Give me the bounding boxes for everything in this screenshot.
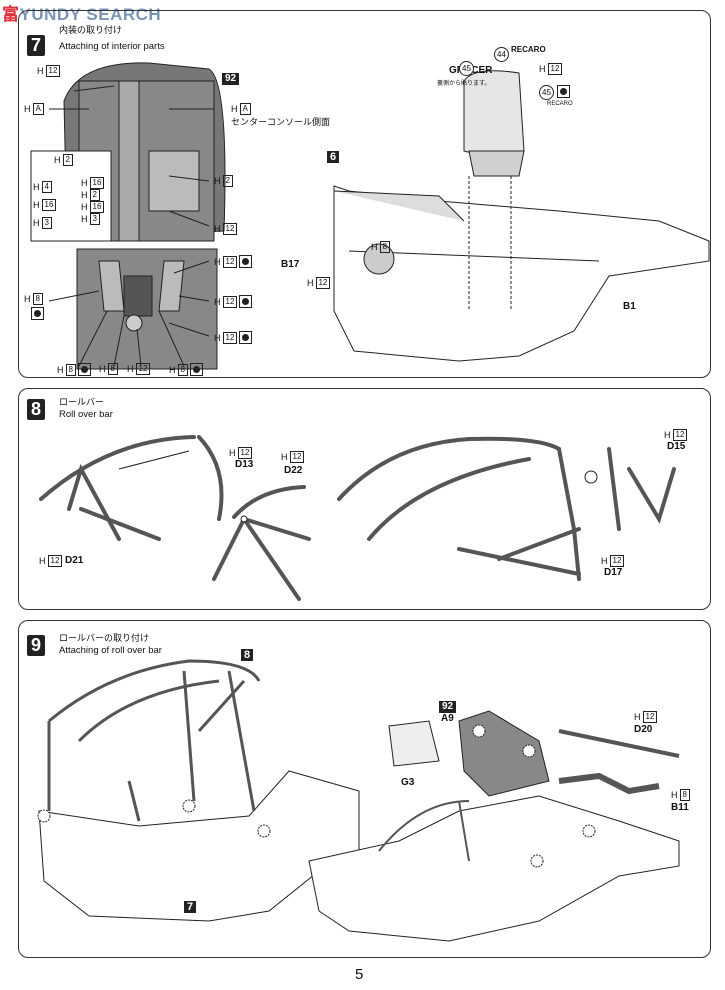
part-b1: B1 <box>623 301 636 312</box>
roll-bar-attach-diagram <box>37 659 680 942</box>
interior-diagram <box>30 62 710 370</box>
ref-part-92: 92 <box>439 701 457 713</box>
step-number: 9 <box>27 635 45 656</box>
roll-bar-diagram <box>39 435 676 601</box>
decal-45b: 45 <box>539 85 554 100</box>
step-number: 8 <box>27 399 45 420</box>
watermark-part1: 富 <box>2 5 20 24</box>
ref-part-92: 92 <box>222 73 240 85</box>
part-b17: B17 <box>281 259 300 270</box>
decal-45a: 45 <box>459 61 474 76</box>
part-d22: D22 <box>284 465 303 476</box>
part-d21: D21 <box>65 555 84 566</box>
decal-44: 44 <box>494 47 509 62</box>
step-title-jp: ロールバーの取り付け <box>59 633 150 643</box>
part-g3: G3 <box>401 777 415 788</box>
step-number: 7 <box>27 35 45 56</box>
step-title-jp: 内装の取り付け <box>59 25 123 35</box>
part-d13: D13 <box>235 459 254 470</box>
callout-h8-left-icon <box>31 307 44 320</box>
step-9-panel: 9 ロールバーの取り付け Attaching of roll over bar <box>18 620 711 958</box>
seat-note-jp: 裏側から貼ります。 <box>437 81 491 87</box>
watermark: 富YUNDY SEARCH <box>2 0 161 25</box>
part-d17: D17 <box>604 567 623 578</box>
step-title-jp: ロールバー <box>59 397 105 407</box>
decal-45b-icon <box>557 85 570 98</box>
seat-brand-small: RECARO <box>547 101 573 107</box>
part-d15: D15 <box>667 441 686 452</box>
seat-brand-right: RECARO <box>511 45 546 54</box>
part-a9: A9 <box>441 713 454 724</box>
console-side-label: センターコンソール側面 <box>231 117 331 127</box>
step-7-panel: 7 内装の取り付け Attaching of interior parts <box>18 10 711 378</box>
step-title-en: Attaching of roll over bar <box>59 645 162 656</box>
step-title-en: Attaching of interior parts <box>59 41 165 52</box>
page-number: 5 <box>355 966 364 983</box>
part-d20: D20 <box>634 724 653 735</box>
ref-step-7: 7 <box>184 901 197 913</box>
ref-step-6: 6 <box>327 151 340 163</box>
watermark-part2: YUNDY SEARCH <box>19 5 162 24</box>
step-title-en: Roll over bar <box>59 409 113 420</box>
part-b11: B11 <box>671 802 689 813</box>
ref-step-8: 8 <box>241 649 254 661</box>
